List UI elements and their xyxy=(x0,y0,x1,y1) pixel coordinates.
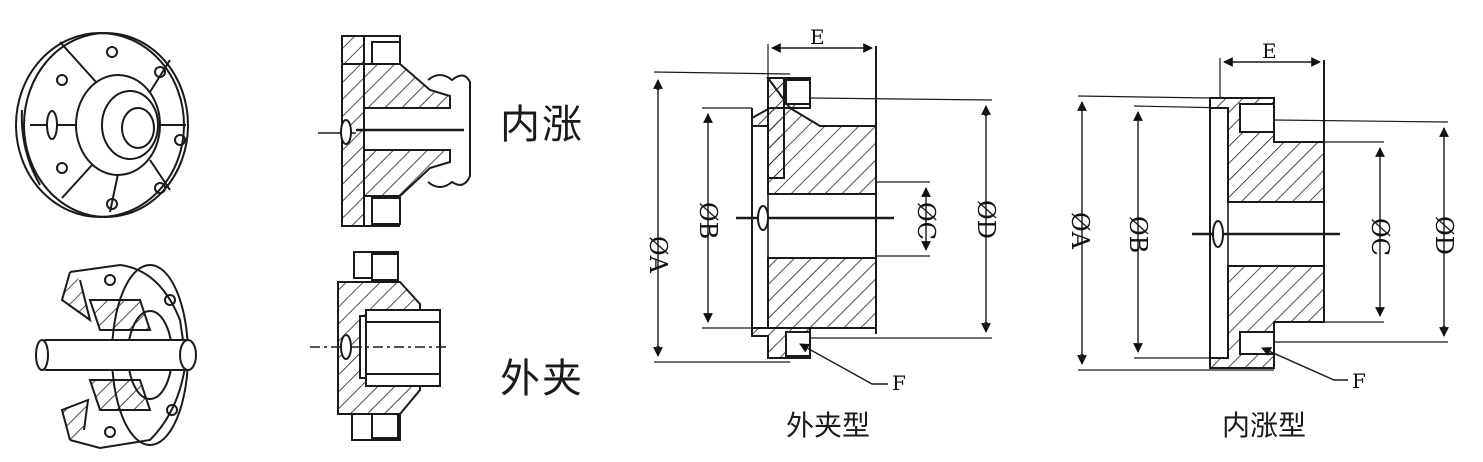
dim-e-label: E xyxy=(1262,39,1277,63)
expand-label: 内涨 xyxy=(500,102,584,148)
dim-e-label: E xyxy=(810,25,825,49)
expand-type-dimension-labels: ØA ØB ØC ØD E F xyxy=(1066,39,1458,393)
clamp-type-dimension-drawing xyxy=(653,43,993,385)
dim-b-label: ØB xyxy=(694,202,722,239)
dim-f-label: F xyxy=(1352,369,1366,393)
dim-d-label: ØD xyxy=(972,200,1000,239)
expand-type-dimension-drawing xyxy=(1077,57,1449,381)
expand-type-caption: 内涨型 xyxy=(1222,409,1307,442)
dim-d-label: ØD xyxy=(1430,216,1458,255)
clamp-type-caption: 外夹型 xyxy=(786,409,871,442)
clamp-type-dimension-labels: ØA ØB ØC ØD E F xyxy=(644,25,1000,395)
dim-c-label: ØC xyxy=(912,202,940,240)
dim-a-label: ØA xyxy=(644,236,672,274)
expand-section-view xyxy=(318,35,471,227)
expand-chuck-isometric xyxy=(15,32,189,218)
dim-b-label: ØB xyxy=(1124,216,1152,253)
clamp-section-view xyxy=(310,251,450,441)
clamp-chuck-isometric xyxy=(35,263,197,450)
dim-c-label: ØC xyxy=(1366,218,1394,256)
dim-a-label: ØA xyxy=(1066,212,1094,250)
clamp-label: 外夹 xyxy=(500,356,584,402)
dim-f-label: F xyxy=(892,371,906,395)
